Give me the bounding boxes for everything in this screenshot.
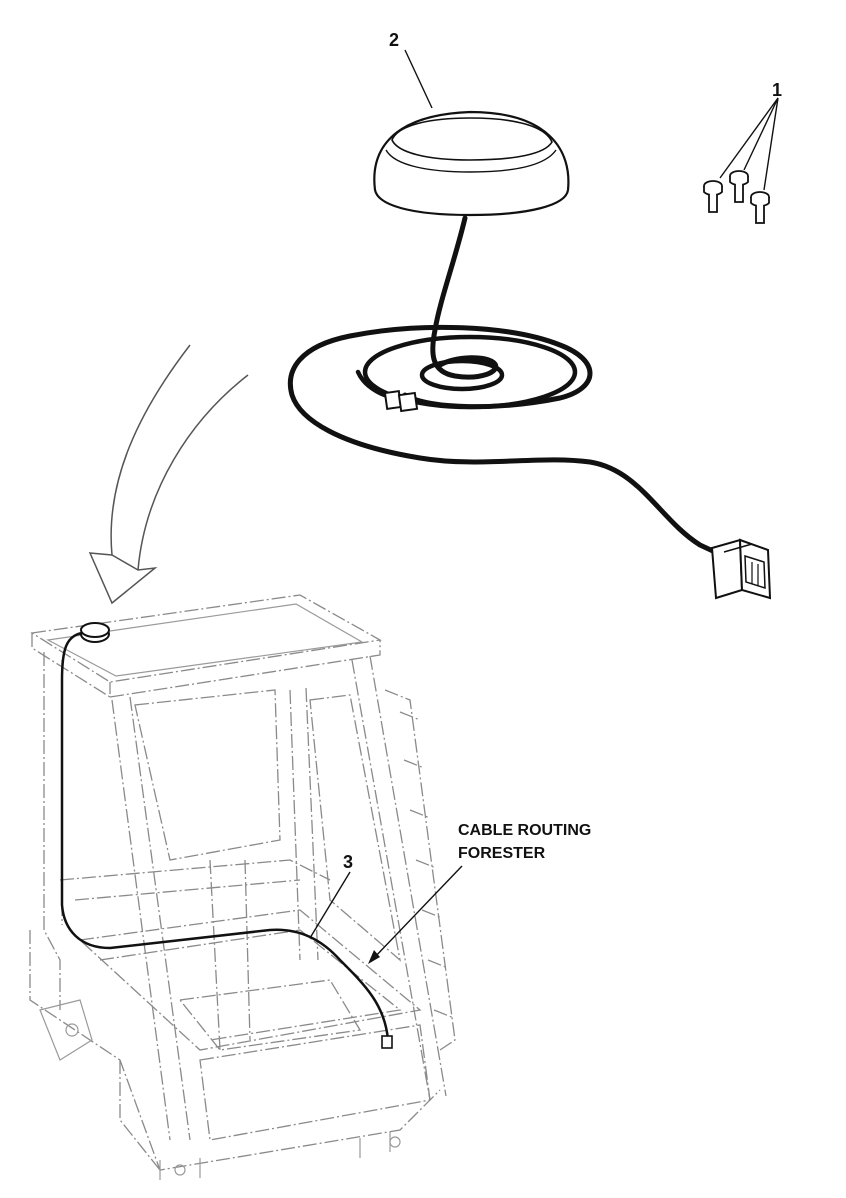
callout-2: 2 [389,30,399,50]
cable-end-connector [710,538,772,600]
screw [703,180,723,213]
screw [750,191,770,224]
leader-lines [309,49,779,964]
callout-3: 3 [343,852,353,872]
note-line-2: FORESTER [458,845,546,862]
cab-frame [29,594,456,1180]
antenna-dome [373,110,570,217]
callout-1: 1 [772,80,782,100]
antenna-cable-coil [287,215,718,555]
note-line-1: CABLE ROUTING [458,822,591,839]
screw [729,170,749,203]
install-arrow [88,344,249,605]
cable-route-on-cab [60,622,393,1049]
screws [703,170,770,224]
